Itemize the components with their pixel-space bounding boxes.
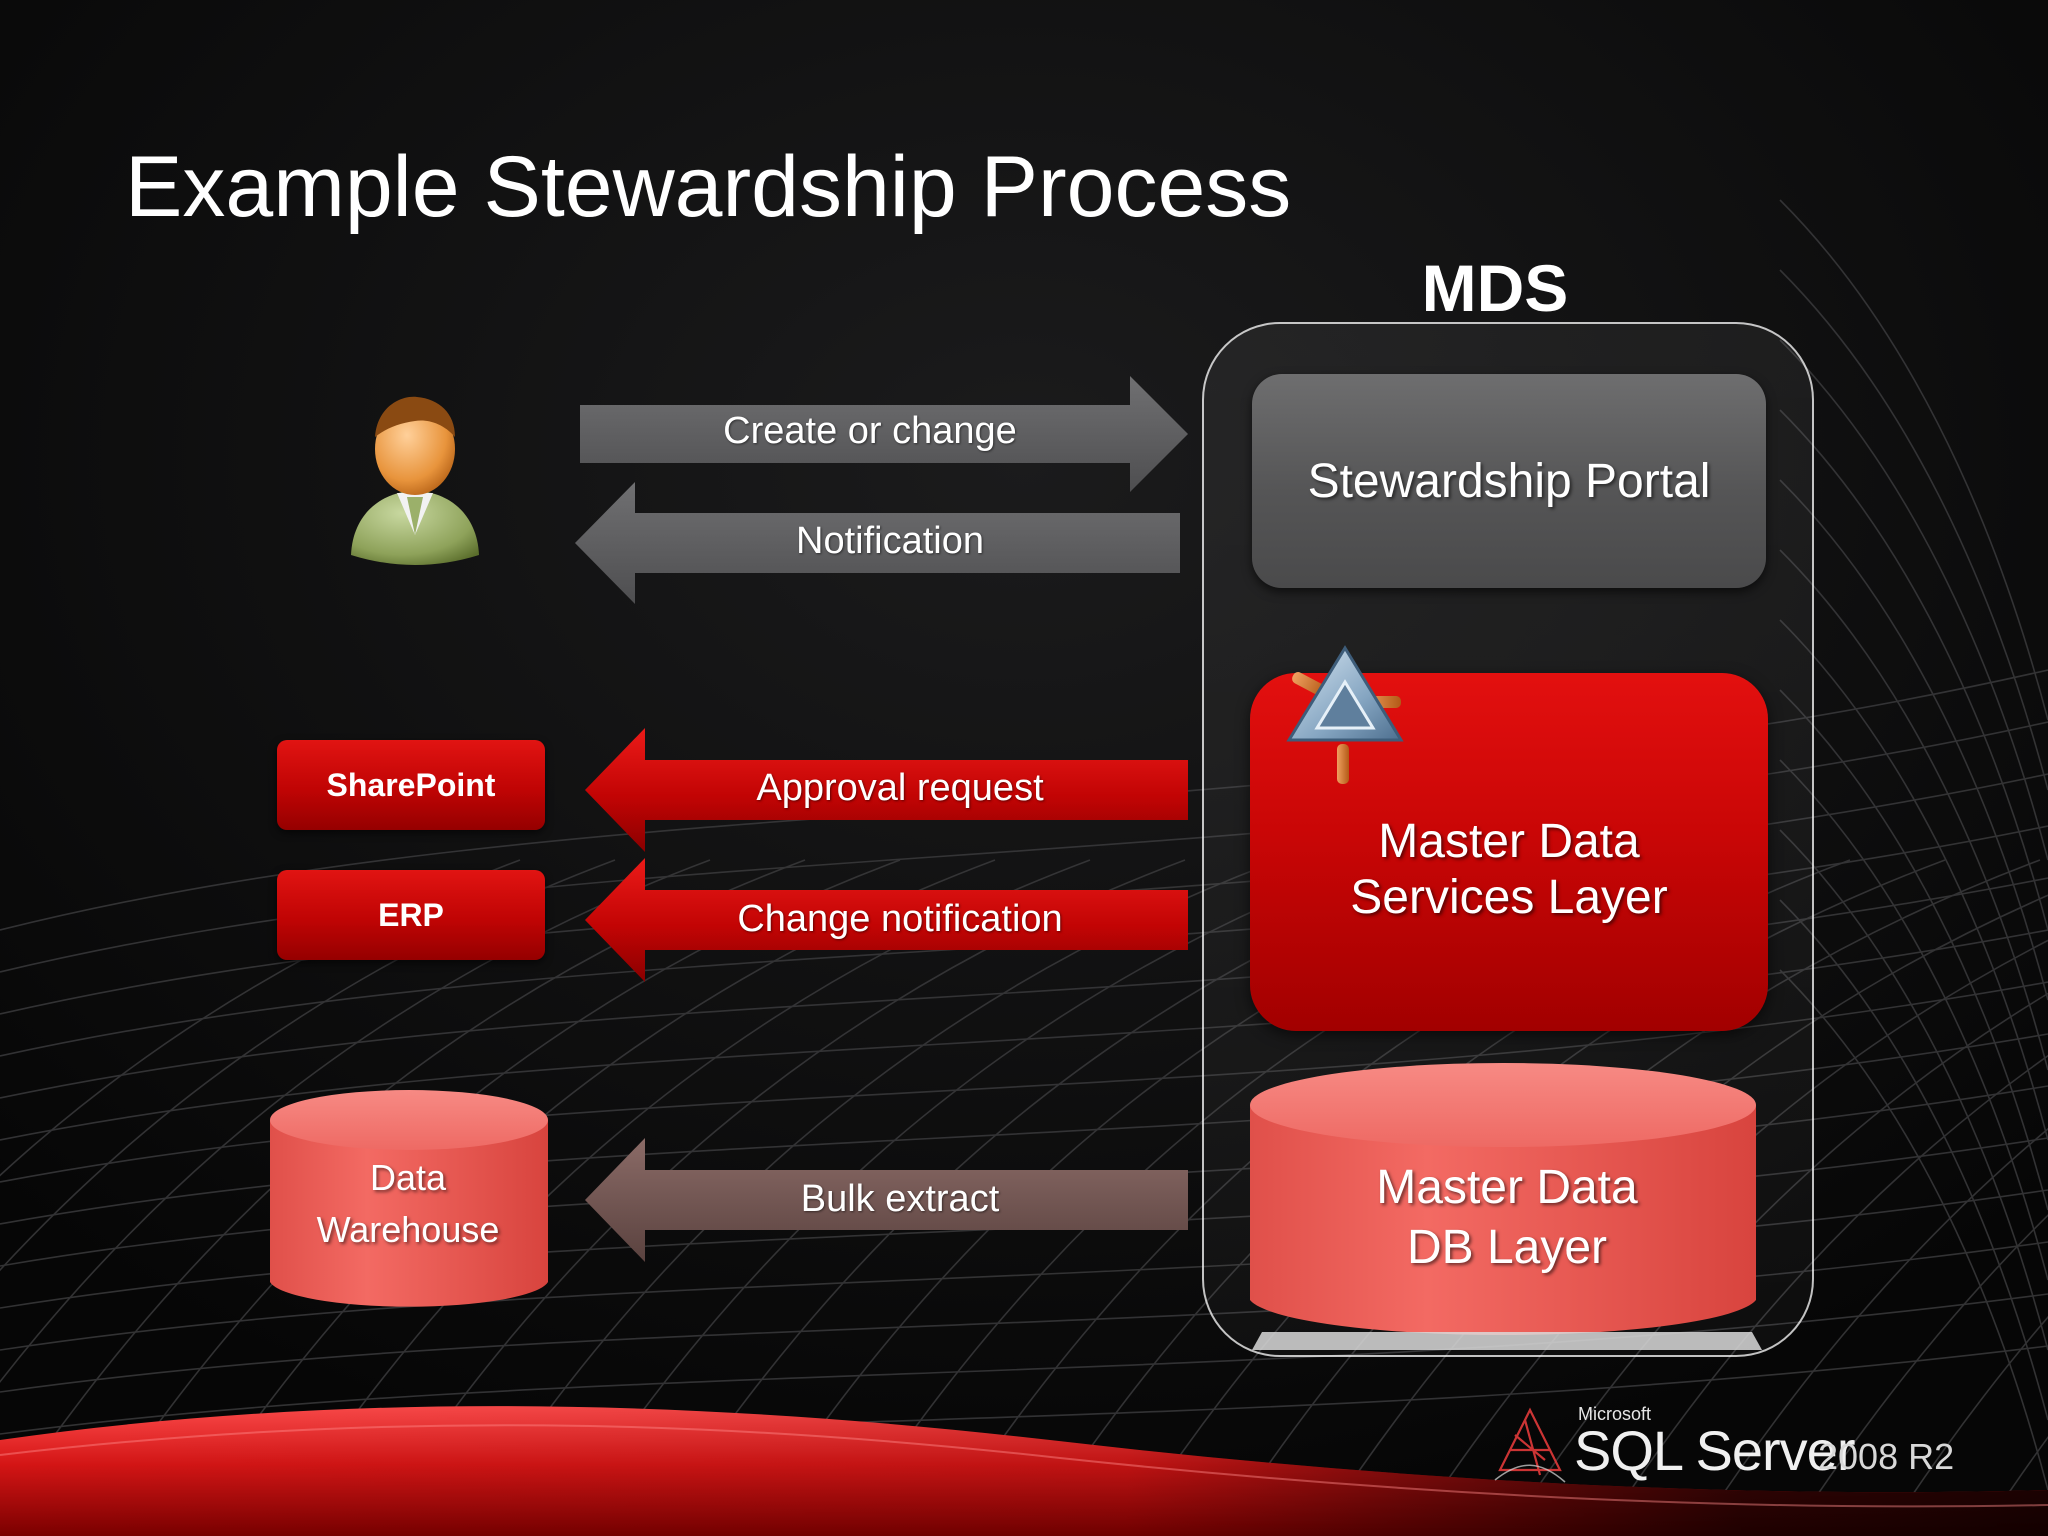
data-warehouse-line-2: Warehouse	[316, 1209, 500, 1250]
stewardship-portal-box: Stewardship Portal	[1252, 374, 1766, 588]
microsoft-wordmark: Microsoft	[1578, 1404, 1652, 1424]
create-or-change-label: Create or change	[723, 410, 1017, 452]
bulk-extract-label: Bulk extract	[800, 1178, 1000, 1220]
sharepoint-box: SharePoint	[277, 740, 545, 830]
db-layer-line-2: DB Layer	[1406, 1221, 1608, 1274]
stewardship-portal-label: Stewardship Portal	[1307, 454, 1711, 508]
sql-server-version: 2008 R2	[1818, 1436, 1955, 1477]
data-warehouse-label: Data Warehouse	[268, 1152, 548, 1256]
services-layer-line-2: Services Layer	[1350, 871, 1668, 924]
db-layer-line-1: Master Data	[1376, 1161, 1638, 1214]
data-warehouse-line-1: Data	[369, 1157, 447, 1198]
erp-label: ERP	[378, 896, 444, 933]
mds-logo-icon	[1286, 645, 1404, 784]
db-layer-label: Master Data DB Layer	[1250, 1158, 1764, 1278]
change-notification-label: Change notification	[737, 898, 1063, 940]
notification-label: Notification	[796, 520, 984, 562]
slide-title: Example Stewardship Process	[125, 139, 1292, 235]
mds-label: MDS	[1421, 251, 1569, 325]
data-steward-person-icon	[351, 396, 479, 565]
sharepoint-label: SharePoint	[326, 766, 496, 803]
erp-box: ERP	[277, 870, 545, 960]
services-layer-line-1: Master Data	[1378, 815, 1640, 868]
sql-server-wordmark: SQL Server	[1574, 1419, 1855, 1482]
approval-request-label: Approval request	[756, 767, 1044, 809]
